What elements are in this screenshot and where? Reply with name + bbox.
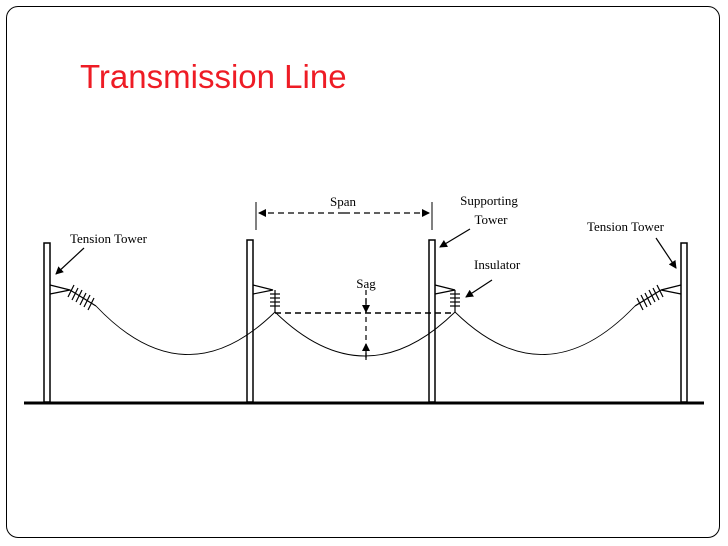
- strain-insulator-left: [67, 284, 97, 311]
- supporting-tower-label-line2: Tower: [474, 212, 508, 227]
- tension-tower-left-crossarm: [49, 284, 71, 295]
- conductor-span-2: [274, 311, 456, 357]
- conductor-span-1: [95, 305, 276, 355]
- insulator-label: Insulator: [474, 257, 521, 272]
- tension-tower-right: [680, 242, 688, 403]
- supporting-tower-left-crossarm: [252, 284, 274, 295]
- tension-tower-right-crossarm: [660, 284, 682, 295]
- tension-tower-left: [43, 242, 51, 403]
- suspension-insulator-right: [450, 290, 460, 312]
- tension-tower-left-label: Tension Tower: [70, 231, 148, 246]
- suspension-insulator-left: [270, 290, 280, 312]
- sag-label: Sag: [356, 276, 376, 291]
- tension-tower-right-label: Tension Tower: [587, 219, 665, 234]
- supporting-tower-left: [246, 239, 254, 403]
- strain-insulator-right: [634, 284, 664, 311]
- span-label: Span: [330, 194, 357, 209]
- supporting-tower-label-line1: Supporting: [460, 193, 518, 208]
- supporting-tower-pointer: [439, 228, 471, 248]
- supporting-tower-right: [428, 239, 436, 403]
- slide-title: Transmission Line: [80, 58, 347, 95]
- slide-frame: [6, 6, 720, 538]
- tension-tower-left-pointer: [55, 247, 85, 275]
- insulator-pointer: [465, 279, 493, 298]
- supporting-tower-right-crossarm: [434, 284, 456, 295]
- tension-tower-right-pointer: [655, 237, 677, 269]
- conductor-span-3: [454, 305, 636, 355]
